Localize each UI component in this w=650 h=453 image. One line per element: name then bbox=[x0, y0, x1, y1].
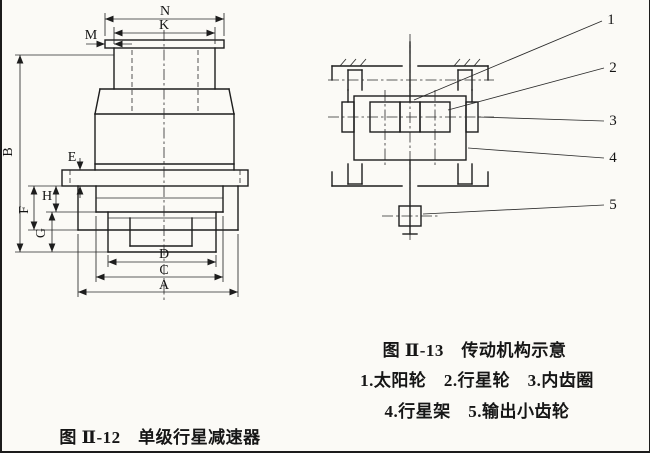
callout-1: 1 bbox=[607, 12, 615, 28]
dim-label-d: D bbox=[159, 247, 169, 262]
callout-5: 5 bbox=[609, 197, 617, 213]
dim-label-g: G bbox=[34, 228, 49, 238]
schematic-center-lines bbox=[328, 34, 494, 240]
dim-label-n: N bbox=[160, 4, 170, 19]
dim-label-c: C bbox=[159, 263, 168, 278]
schematic-leader-lines bbox=[413, 20, 605, 215]
dim-label-h: H bbox=[42, 189, 52, 204]
dim-label-k: K bbox=[159, 18, 169, 33]
figure-13-caption: 图 Ⅱ-13 传动机构示意 bbox=[382, 341, 567, 360]
schematic-callout-numbers: 1 2 3 4 5 bbox=[607, 12, 617, 213]
reducer-drawing: N K M B E H F G D C A bbox=[2, 4, 249, 300]
dim-label-a: A bbox=[159, 278, 170, 293]
callout-4: 4 bbox=[609, 150, 617, 166]
callout-2: 2 bbox=[609, 60, 617, 76]
dim-label-e: E bbox=[68, 150, 77, 165]
reducer-dimension-labels: N K M B E H F G D C A bbox=[2, 4, 170, 293]
schematic-housing-ring-gear bbox=[331, 58, 489, 187]
dim-label-b: B bbox=[2, 147, 16, 156]
figure-13-legend-line2: 4.行星架 5.输出小齿轮 bbox=[384, 402, 570, 421]
dim-label-f: F bbox=[17, 206, 32, 214]
figure-12-caption: 图 Ⅱ-12 单级行星减速器 bbox=[59, 428, 261, 447]
reducer-outline bbox=[61, 39, 249, 253]
reducer-dimension-lines bbox=[15, 13, 239, 297]
schematic-drawing: 1 2 3 4 5 bbox=[328, 12, 617, 240]
dim-label-m: M bbox=[85, 28, 98, 43]
figure-13-legend-line1: 1.太阳轮 2.行星轮 3.内齿圈 bbox=[360, 371, 594, 390]
callout-3: 3 bbox=[609, 113, 617, 129]
